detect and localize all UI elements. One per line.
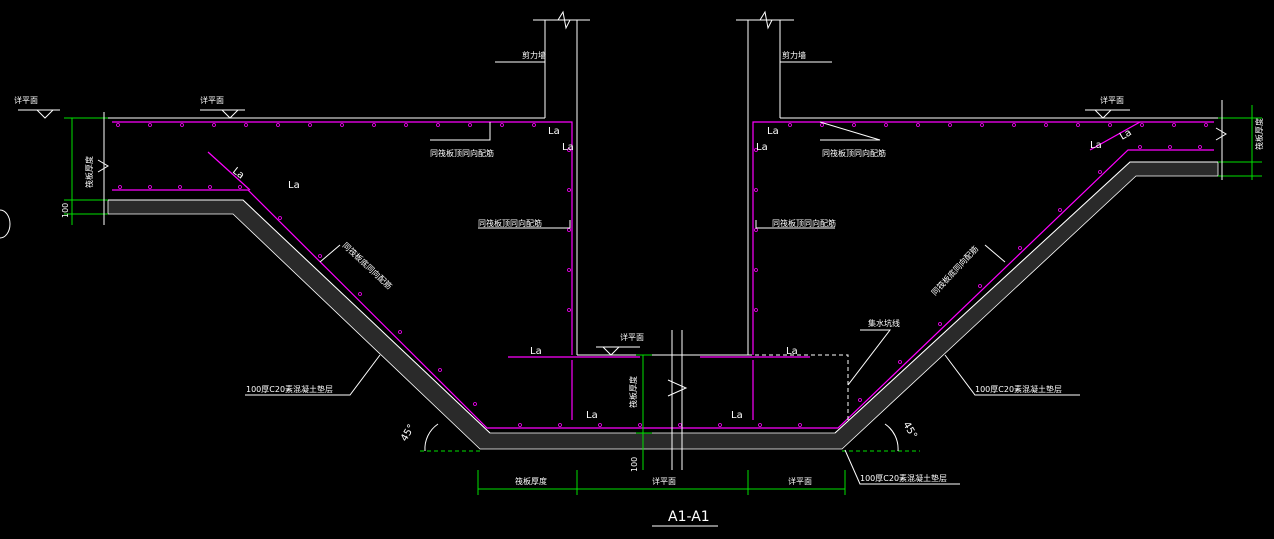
shear-wall-right	[747, 19, 781, 355]
rebar-la-diag-left	[207, 151, 251, 191]
dimension-bottom	[420, 450, 920, 495]
dimension-right	[1215, 100, 1262, 180]
label-raft-thickness-center: 筏板厚度	[628, 376, 638, 408]
label-shear-wall-left: 剪力墙	[522, 50, 546, 60]
label-note-right-slope: 同筏板底同向配筋	[929, 244, 980, 298]
label-dim-bottom-1: 筏板厚度	[515, 476, 547, 486]
rebar-top-right	[752, 121, 1214, 355]
pit-boundary-dashed	[748, 354, 849, 420]
label-note-left-slope: 同筏板底同向配筋	[341, 240, 395, 291]
rebar-bottom-left	[112, 149, 1214, 429]
label-angle-left: 45°	[399, 423, 417, 444]
label-la-9: La	[530, 346, 542, 357]
label-note-left-mid: 同筏板顶同向配筋	[478, 218, 542, 228]
level-symbol-right	[1093, 109, 1113, 119]
dimension-left	[64, 112, 109, 225]
label-dim-bottom-3: 详平面	[788, 476, 812, 486]
label-note-right-top: 同筏板顶同向配筋	[822, 148, 886, 158]
label-dim-100-center: 100	[630, 457, 639, 472]
label-concrete-right: 100厚C20素混凝土垫层	[975, 384, 1062, 394]
label-la-3: La	[767, 126, 779, 137]
label-angle-right: 45°	[900, 420, 918, 441]
label-dim-bottom-2: 详平面	[652, 476, 676, 486]
level-symbol-left-outer	[35, 109, 55, 119]
label-la-5: La	[288, 180, 300, 191]
label-level-left-outer: 详平面	[14, 95, 38, 105]
trench-outline-left	[108, 199, 491, 434]
label-concrete-left: 100厚C20素混凝土垫层	[246, 384, 333, 394]
label-la-4: La	[756, 142, 768, 153]
title-text: A1-A1	[668, 509, 710, 525]
rebar-dots	[116, 123, 1208, 427]
label-raft-thickness-right: 筏板厚度	[1254, 118, 1264, 150]
label-la-2: La	[562, 142, 574, 153]
label-la-8: La	[1118, 127, 1134, 142]
trench-outline-right	[834, 161, 1218, 434]
label-raft-thickness-left: 筏板厚度	[84, 156, 94, 188]
break-symbol-left	[533, 10, 590, 30]
label-shear-wall-right: 剪力墙	[782, 50, 806, 60]
label-concrete-bottom: 100厚C20素混凝土垫层	[860, 473, 947, 483]
rebar-top-left	[112, 121, 573, 355]
label-la-7: La	[1090, 140, 1102, 151]
label-la-10: La	[786, 346, 798, 357]
shear-wall-left	[544, 19, 578, 355]
level-symbol-center	[601, 346, 621, 356]
break-symbol-right	[736, 10, 794, 30]
label-note-right-mid: 同筏板顶同向配筋	[772, 218, 836, 228]
label-note-left-top: 同筏板顶同向配筋	[430, 148, 494, 158]
label-la-6: La	[230, 166, 246, 182]
angle-arc-left	[424, 423, 439, 452]
angle-arc-right	[884, 423, 899, 452]
label-la-12: La	[731, 410, 743, 421]
label-level-left-inner: 详平面	[200, 95, 224, 105]
concrete-cushion-layer	[107, 161, 1219, 450]
rebar-la-diag-right	[1089, 121, 1141, 151]
label-la-11: La	[586, 410, 598, 421]
label-level-center: 详平面	[620, 332, 644, 342]
label-rebar-line: 集水坑线	[868, 318, 900, 328]
label-la-1: La	[548, 126, 560, 137]
label-level-right: 详平面	[1100, 95, 1124, 105]
label-dim-100-left: 100	[61, 203, 70, 218]
level-symbol-left-inner	[220, 109, 240, 119]
dimension-center	[636, 330, 688, 470]
